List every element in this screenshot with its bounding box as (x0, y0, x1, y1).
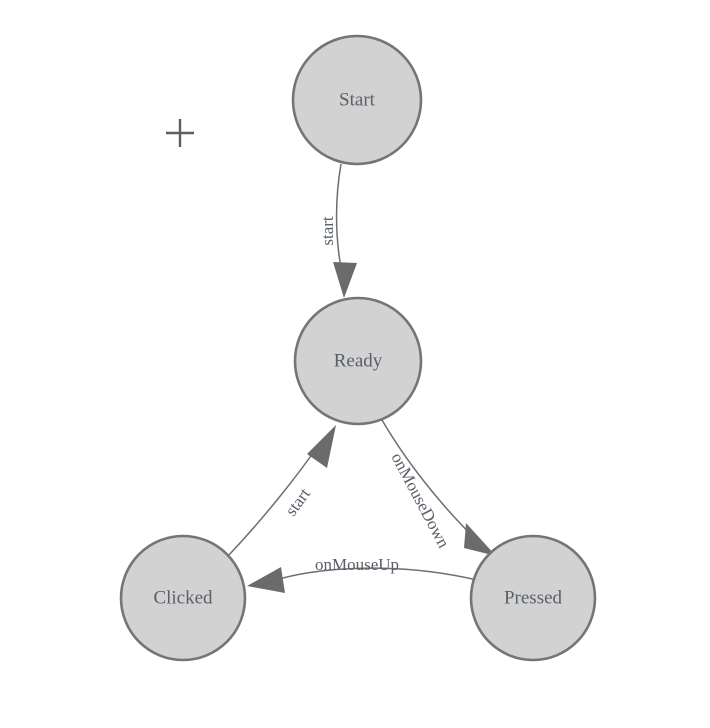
node-start-label: Start (339, 89, 376, 110)
node-pressed-label: Pressed (504, 587, 563, 608)
edge-pressed-to-clicked[interactable]: onMouseUp (247, 555, 478, 593)
edge-label-pressed-to-clicked: onMouseUp (315, 555, 399, 574)
node-ready[interactable]: Ready (293, 296, 423, 426)
edge-label-start-to-ready: start (318, 216, 337, 246)
node-start-circle (291, 34, 423, 166)
edge-start-to-ready[interactable]: start (318, 163, 357, 298)
node-ready-label: Ready (334, 350, 383, 371)
arrowhead-start-to-ready (333, 262, 357, 298)
node-pressed-circle (469, 534, 597, 662)
plus-icon (166, 119, 194, 147)
node-ready-circle (293, 296, 423, 426)
edge-ready-to-pressed[interactable]: onMouseDown (381, 419, 496, 556)
edge-clicked-to-ready[interactable]: start (227, 425, 336, 557)
edge-path-pressed-to-clicked (268, 567, 478, 583)
arrowhead-ready-to-pressed (464, 523, 496, 556)
node-start[interactable]: Start (291, 34, 423, 166)
node-clicked-label: Clicked (153, 587, 213, 608)
arrowhead-clicked-to-ready (307, 425, 336, 468)
arrowhead-pressed-to-clicked (247, 567, 285, 593)
node-clicked[interactable]: Clicked (119, 534, 247, 662)
edge-label-ready-to-pressed: onMouseDown (387, 450, 453, 552)
edge-path-start-to-ready (335, 163, 344, 280)
node-clicked-circle (119, 534, 247, 662)
node-pressed[interactable]: Pressed (469, 534, 597, 662)
